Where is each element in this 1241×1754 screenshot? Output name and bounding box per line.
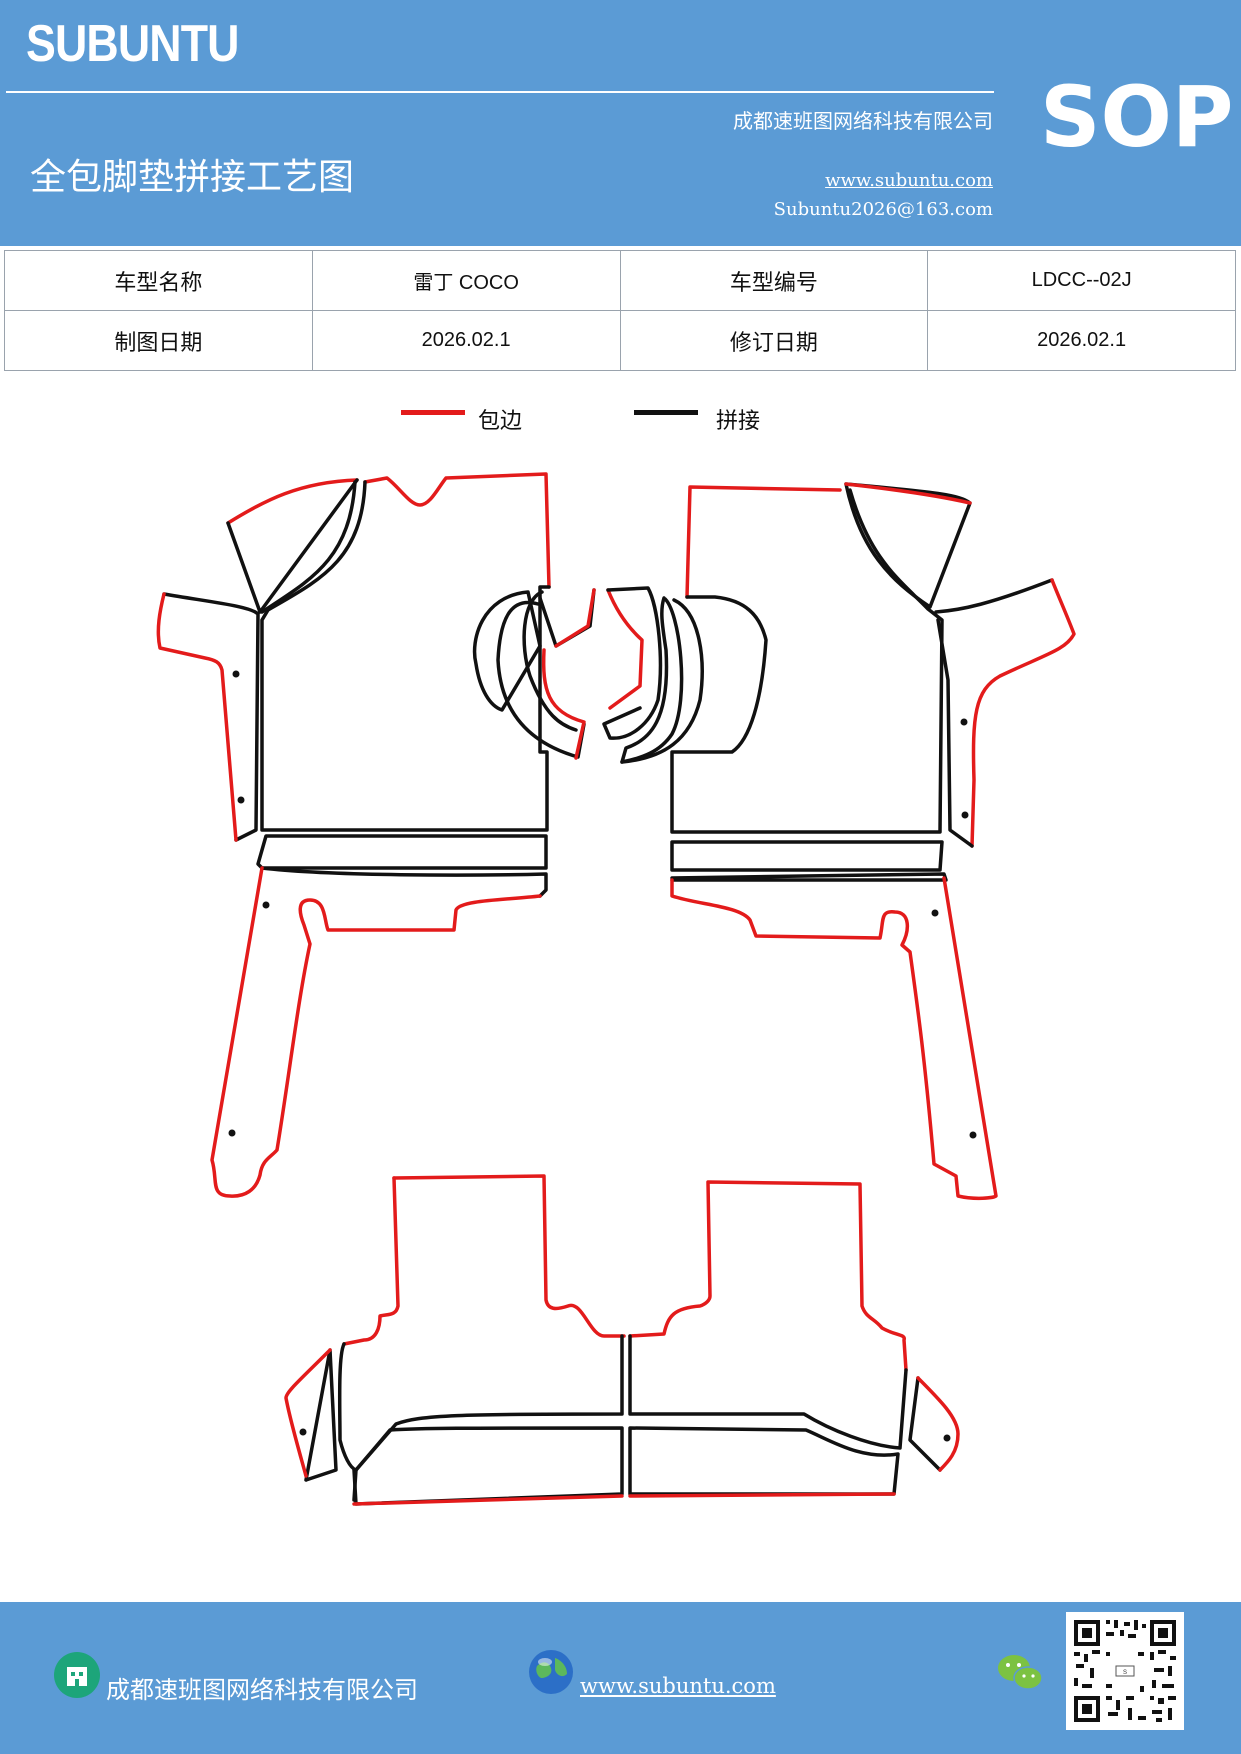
value-model-code: LDCC--02J — [927, 250, 1236, 311]
legend-seam-label: 拼接 — [716, 409, 761, 434]
header-email: Subuntu2026@163.com — [773, 199, 993, 220]
legend-edging-label: 包边 — [478, 409, 523, 434]
svg-text:S: S — [1123, 1670, 1127, 1676]
header-banner — [0, 0, 1241, 246]
footer-company: 成都速班图网络科技有限公司 — [106, 1676, 418, 1704]
rear-right-mat — [628, 1180, 960, 1498]
wechat-icon — [998, 1655, 1043, 1690]
label-model-code: 车型编号 — [619, 250, 929, 311]
header-company: 成都速班图网络科技有限公司 — [733, 109, 993, 133]
front-left-mat — [156, 472, 551, 1198]
center-tunnel-pieces — [472, 586, 704, 764]
value-revision-date: 2026.02.1 — [927, 310, 1236, 371]
table-row: 制图日期 2026.02.1 修订日期 2026.02.1 — [4, 310, 1236, 371]
header-website-link[interactable]: www.subuntu.com — [825, 170, 993, 191]
page-title: 全包脚垫拼接工艺图 — [30, 157, 355, 198]
brand-logo: SUBUNTU — [26, 15, 239, 73]
qr-code: S — [1066, 1612, 1184, 1730]
value-draw-date: 2026.02.1 — [311, 310, 621, 371]
label-revision-date: 修订日期 — [619, 310, 929, 371]
globe-icon — [529, 1650, 573, 1694]
table-row: 车型名称 雷丁 COCO 车型编号 LDCC--02J — [4, 250, 1236, 311]
label-model-name: 车型名称 — [4, 250, 313, 311]
footer-website-link[interactable]: www.subuntu.com — [580, 1674, 776, 1698]
qr-code-graphic: S — [1074, 1620, 1176, 1722]
front-right-mat — [670, 482, 1076, 1201]
building-icon — [54, 1652, 100, 1698]
rear-left-mat — [284, 1174, 626, 1506]
value-model-name: 雷丁 COCO — [311, 250, 621, 311]
label-draw-date: 制图日期 — [4, 310, 313, 371]
legend-edging-swatch — [401, 410, 465, 415]
legend-seam-swatch — [634, 410, 698, 415]
info-table: 车型名称 雷丁 COCO 车型编号 LDCC--02J 制图日期 2026.02… — [4, 250, 1236, 371]
sop-label: SOP — [1040, 68, 1234, 166]
header-divider — [6, 91, 994, 93]
